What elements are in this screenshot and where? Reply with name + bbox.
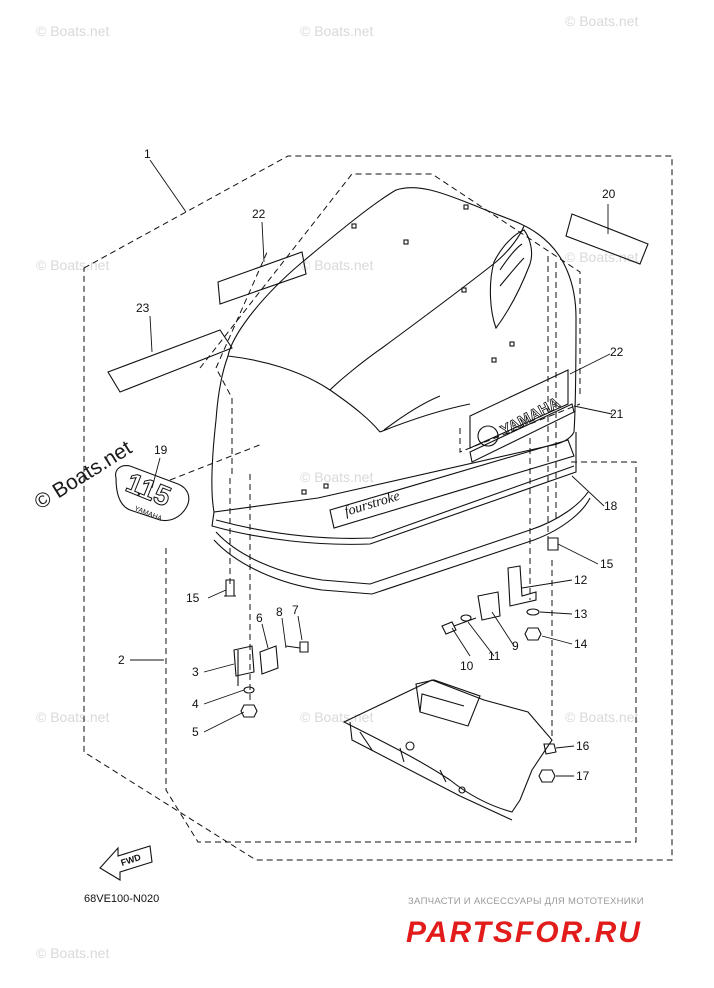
callout-13: 13 — [574, 607, 588, 621]
watermark: © Boats.net — [36, 709, 109, 725]
model-decal: 115 YAMAHA — [115, 465, 190, 523]
side-stripe-decal — [469, 403, 575, 463]
watermark: © Boats.net — [36, 257, 109, 273]
leader-lines — [130, 159, 613, 777]
callout-7: 7 — [292, 603, 299, 617]
watermark: © Boats.net — [36, 23, 109, 39]
watermark-main: © Boats.net — [30, 436, 136, 514]
decal-23 — [107, 329, 233, 393]
fwd-arrow-icon: FWD — [99, 845, 153, 881]
hardware — [224, 537, 559, 783]
callout-19: 19 — [154, 443, 168, 457]
alignment-line — [459, 403, 581, 453]
decal-20 — [565, 213, 649, 265]
bottom-cowling — [342, 679, 553, 821]
diagram-code: 68VE100-N020 — [84, 893, 159, 905]
watermark: © Boats.net — [300, 469, 373, 485]
top-cowling — [211, 187, 577, 545]
callout-15-left: 15 — [186, 591, 200, 605]
callout-12: 12 — [574, 573, 588, 587]
alignment-line — [169, 443, 263, 481]
group-2-boundary — [165, 461, 637, 843]
watermark: © Boats.net — [565, 249, 638, 265]
yamaha-decal-text: YAMAHA — [498, 394, 563, 439]
callout-21: 21 — [610, 407, 624, 421]
callout-2: 2 — [118, 653, 125, 667]
callouts: 1 2 3 4 5 6 7 8 9 10 11 12 13 14 15 15 1… — [118, 147, 624, 783]
callout-15-right: 15 — [600, 557, 614, 571]
watermark: © Boats.net — [300, 23, 373, 39]
callout-14: 14 — [574, 637, 588, 651]
alignment-line — [215, 249, 269, 474]
yamaha-decal: YAMAHA — [469, 369, 569, 449]
callout-11: 11 — [488, 649, 501, 663]
callout-4: 4 — [192, 697, 199, 711]
inner-boundary — [199, 173, 581, 398]
callout-22-top: 22 — [252, 207, 266, 221]
callout-18: 18 — [604, 499, 618, 513]
callout-5: 5 — [192, 725, 199, 739]
callout-23: 23 — [136, 301, 150, 315]
watermark-layer: © Boats.net © Boats.net © Boats.net © Bo… — [36, 13, 638, 961]
watermark: © Boats.net — [565, 13, 638, 29]
cowling-seal — [213, 491, 591, 595]
callout-8: 8 — [276, 605, 283, 619]
watermark: © Boats.net — [300, 257, 373, 273]
watermark: © Boats.net — [300, 709, 373, 725]
watermark: © Boats.net — [36, 945, 109, 961]
callout-6: 6 — [256, 611, 263, 625]
model-decal-number: 115 — [122, 467, 175, 513]
decal-22-top — [217, 251, 307, 305]
group-1-boundary — [83, 155, 673, 861]
watermark: © Boats.net — [565, 709, 638, 725]
footer-logo: PARTSFOR.RU — [406, 916, 642, 949]
callout-22-side: 22 — [610, 345, 624, 359]
callout-16: 16 — [576, 739, 590, 753]
fourstroke-text: fourstroke — [343, 489, 402, 520]
footer-tagline: ЗАПЧАСТИ И АКСЕССУАРЫ ДЛЯ МОТОТЕХНИКИ — [408, 896, 644, 907]
callout-17: 17 — [576, 769, 590, 783]
callout-1: 1 — [144, 147, 151, 161]
callout-9: 9 — [512, 639, 519, 653]
callout-10: 10 — [460, 659, 474, 673]
callout-20: 20 — [602, 187, 616, 201]
callout-3: 3 — [192, 665, 199, 679]
